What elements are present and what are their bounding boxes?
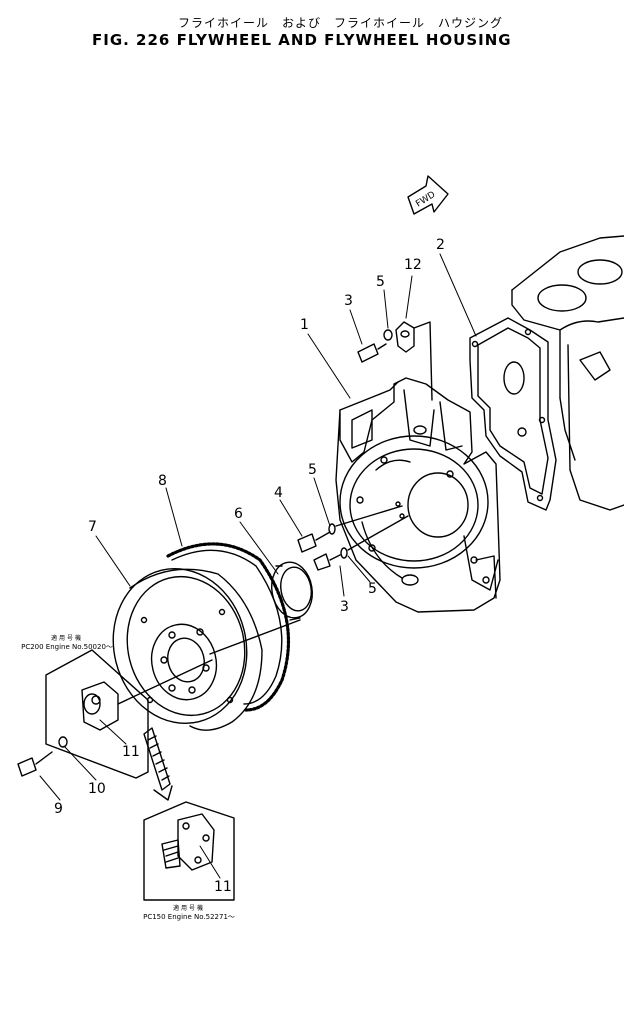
flywheel-drawing [112,567,301,731]
fwd-arrow-icon: FWD [407,175,449,215]
callout-2: 2 [436,237,445,253]
callout-12: 12 [404,257,422,273]
japanese-title: フライホイール および フライホイール ハウジング [178,16,504,30]
engine-block-drawing [511,235,624,511]
callout-10: 10 [88,781,106,797]
upper-note-heading: 適用号機 [50,635,83,642]
callout-3-upper: 3 [344,293,353,309]
callout-3-lower: 3 [340,599,349,615]
lower-note-model: PC150 Engine No.52271～ [143,913,235,921]
fwd-label: FWD [414,190,437,210]
callout-5-lower: 5 [368,581,377,597]
figure-title: FIG. 226 FLYWHEEL AND FLYWHEEL HOUSING [92,31,512,49]
lower-bolt-drawing [17,736,68,777]
oil-seal-drawing [271,561,313,621]
callout-5-upper: 5 [376,274,385,290]
bracket-drawing [395,321,433,401]
ring-gear-drawing [166,542,291,712]
flywheel-housing-drawing [335,377,501,613]
lower-applicability-note: 適用号機 PC150 Engine No.52271～ [124,904,254,922]
leader-lines [39,253,477,879]
lower-note-heading: 適用号機 [172,905,205,912]
callout-7: 7 [88,519,97,535]
upper-applicability-note: 適用号機 PC200 Engine No.50020～ [2,634,132,652]
callout-8: 8 [158,473,167,489]
callout-11-lower: 11 [214,879,232,895]
callout-1: 1 [300,317,309,333]
lower-coupling-drawing [143,801,235,901]
alternate-arrow-icon [143,727,173,801]
upper-bolt-drawing [357,329,393,363]
callout-9: 9 [54,801,63,817]
middle-bolts-drawing [297,505,409,571]
callout-11-upper: 11 [122,744,140,760]
callout-4: 4 [274,485,283,501]
callout-5-middle: 5 [308,462,317,478]
upper-note-model: PC200 Engine No.50020～ [21,643,113,651]
gasket-drawing [469,317,557,511]
upper-coupling-drawing [45,649,213,779]
callout-6: 6 [234,506,243,522]
